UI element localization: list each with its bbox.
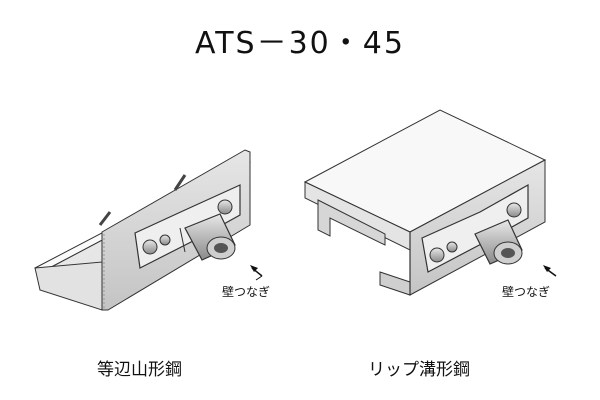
caption-lip-channel-steel: リップ溝形鋼 xyxy=(368,360,470,380)
wall-tie-label-left: 壁つなぎ xyxy=(222,285,271,299)
diagram-title: ATS－30・45 xyxy=(195,26,405,61)
lip-channel-steel-illustration xyxy=(303,109,557,296)
wall-tie-label-right: 壁つなぎ xyxy=(502,285,551,299)
equal-angle-steel-illustration xyxy=(34,149,263,311)
arrow-icon xyxy=(250,265,263,281)
arrow-icon xyxy=(543,265,557,277)
caption-equal-angle-steel: 等辺山形鋼 xyxy=(97,360,182,380)
